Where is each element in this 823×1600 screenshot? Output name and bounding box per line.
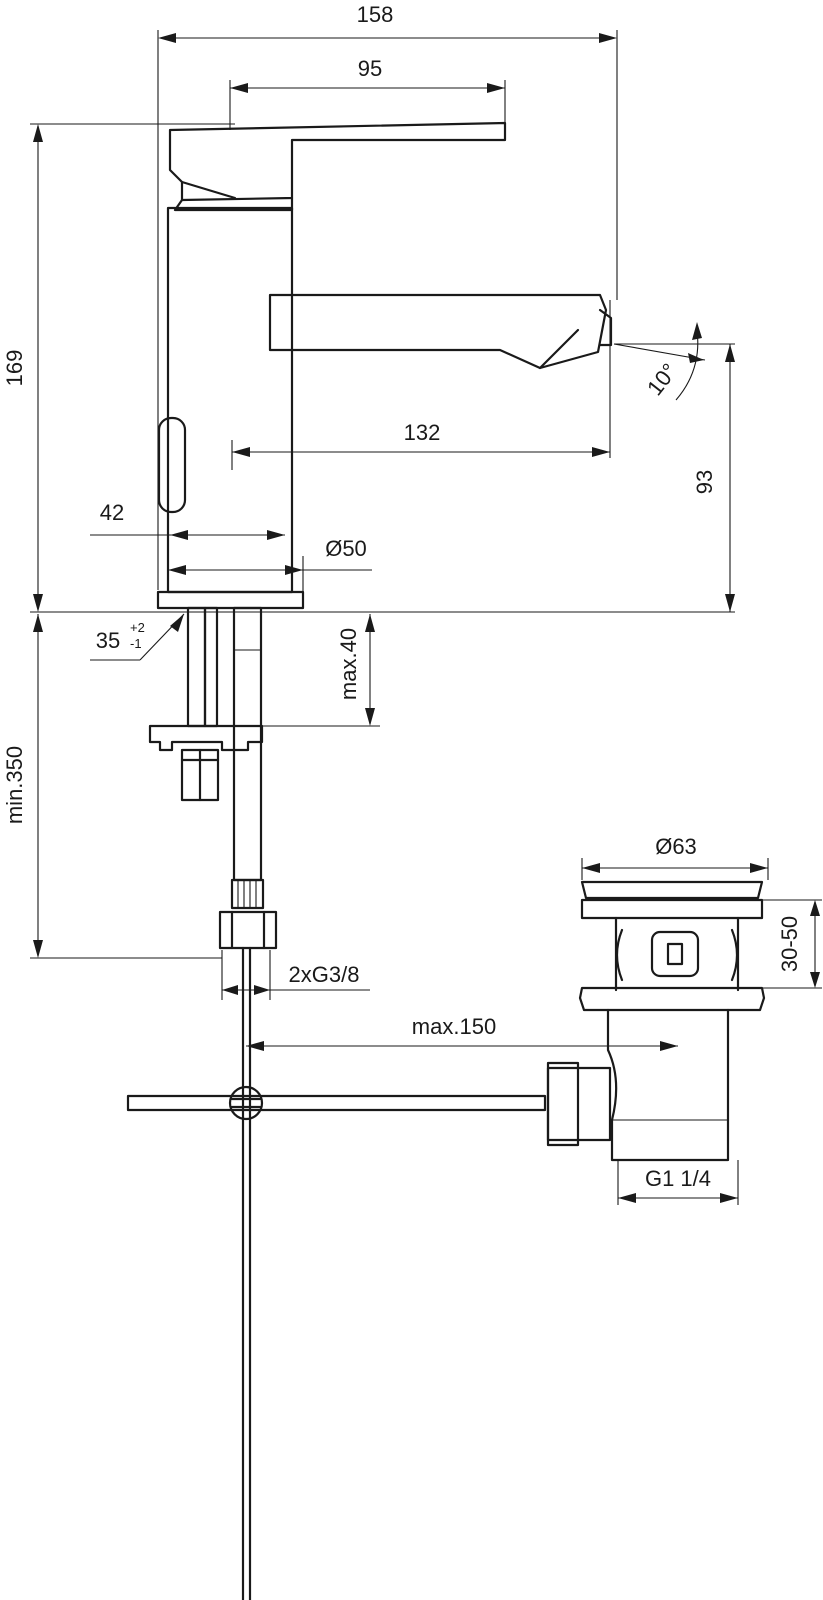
fixing-assembly [148, 606, 278, 1600]
rod-clevis [228, 1085, 264, 1121]
waste-tail [606, 1008, 730, 1162]
dim-overall-width: 158 [357, 2, 394, 27]
fixing-bracket [148, 724, 264, 752]
supply-pipe [241, 946, 252, 1600]
dim-base-diameter: Ø50 [325, 536, 367, 561]
dimension-lines [30, 30, 822, 1205]
hose-crimp [230, 878, 265, 910]
dim-waste-diameter: Ø63 [655, 834, 697, 859]
dim-spout-reach: 132 [404, 420, 441, 445]
hex-connector [218, 910, 278, 950]
cartridge-joint [173, 196, 294, 212]
waste-locknut [578, 986, 766, 1012]
dim-hole-diameter: 35 [96, 628, 120, 653]
dim-max-rod: max.150 [412, 1014, 496, 1039]
lever-handle [168, 121, 507, 202]
waste-body [614, 916, 740, 992]
dim-spout-height: 93 [692, 470, 717, 494]
base-plate [156, 590, 305, 610]
dim-connection: 2xG3/8 [289, 962, 360, 987]
dim-min-hose: min.350 [2, 746, 27, 824]
dim-hole-tol-plus: +2 [130, 620, 145, 635]
waste-slot [650, 930, 700, 978]
dim-max-deck: max.40 [336, 628, 361, 700]
pop-up-waste [126, 880, 766, 1162]
dim-waste-range: 30-50 [777, 916, 802, 972]
spout [268, 293, 608, 370]
threaded-rod [186, 606, 207, 728]
dim-hole-tol-minus: -1 [130, 636, 142, 651]
side-slot [157, 416, 187, 514]
mixer-tap [156, 121, 613, 610]
dim-spout-angle: 10° [642, 359, 682, 401]
dim-lever-length: 95 [358, 56, 382, 81]
dim-waste-thread: G1 1/4 [645, 1166, 711, 1191]
dimension-labels: 158 95 169 132 93 10° 42 Ø50 35 +2 -1 ma… [2, 2, 802, 1191]
waste-flange [580, 880, 764, 900]
dim-total-height: 169 [2, 350, 27, 387]
pop-up-rod [126, 1094, 547, 1112]
dim-body-offset: 42 [100, 500, 124, 525]
